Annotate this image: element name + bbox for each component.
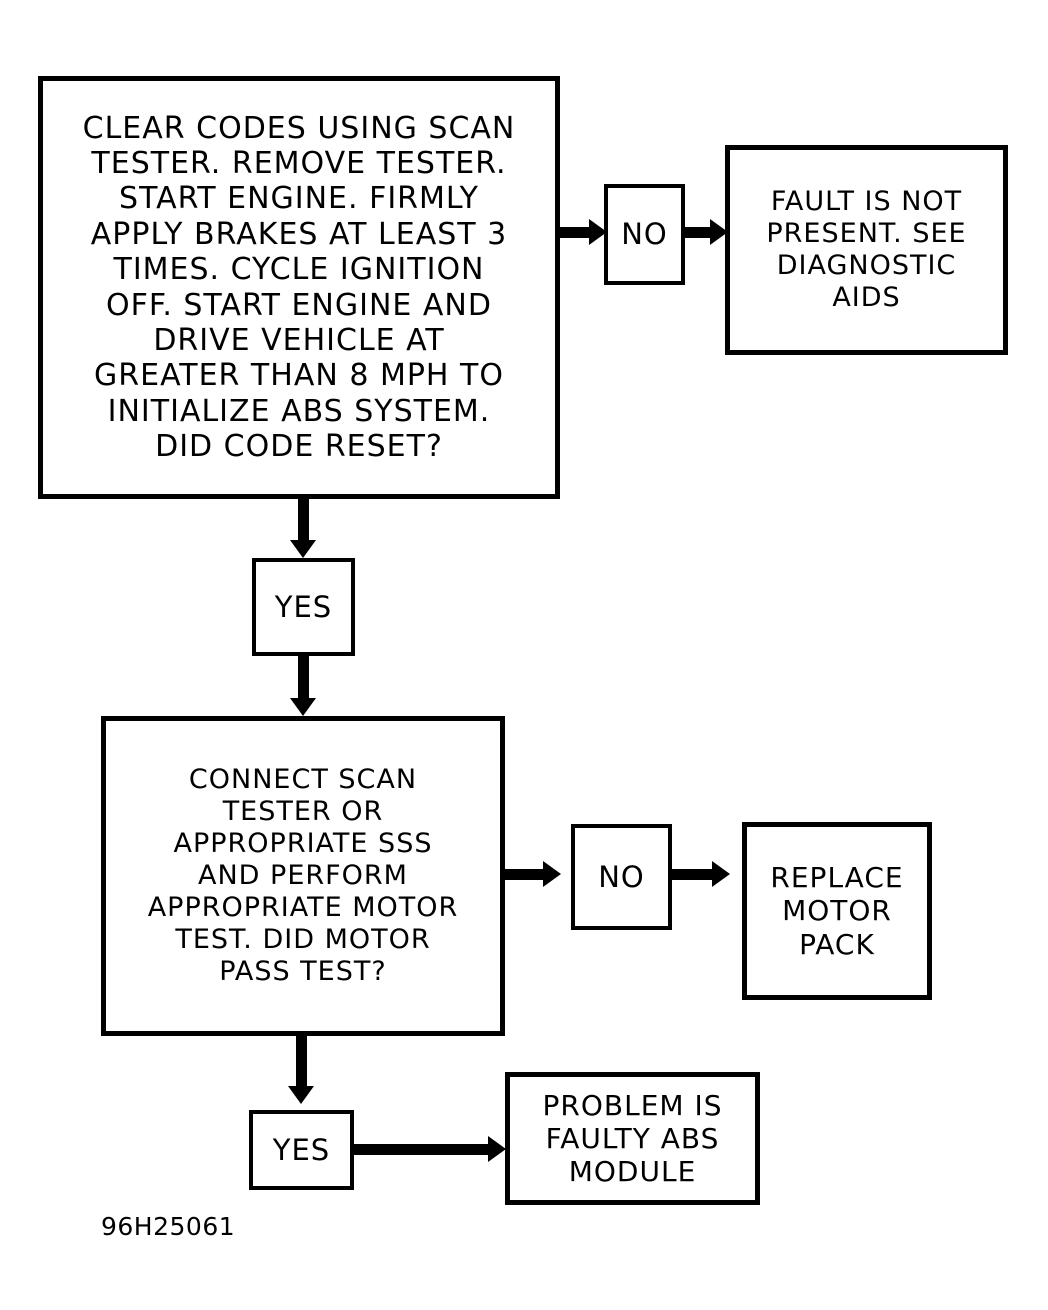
label-step2-yes: YES (249, 1110, 354, 1190)
connector-yes-to-step2 (298, 656, 309, 704)
label-step1-no: NO (604, 184, 685, 285)
connector-step1-to-yes (298, 499, 309, 547)
figure-id-label: 96H25061 (101, 1212, 236, 1241)
arrowhead-step1-to-no (589, 219, 607, 245)
connector-yes-to-problem (353, 1144, 493, 1155)
arrowhead-step2-to-yes (288, 1086, 314, 1104)
connector-step2-to-no (505, 869, 548, 880)
arrowhead-step1-to-yes (290, 540, 316, 558)
arrowhead-step2-to-no (543, 861, 561, 887)
connector-step2-to-yes (296, 1036, 307, 1092)
connector-no-to-fault (684, 227, 716, 238)
connector-no-to-replace (671, 869, 716, 880)
arrowhead-yes-to-problem (488, 1136, 506, 1162)
label-step1-yes: YES (252, 558, 355, 656)
arrowhead-yes-to-step2 (290, 698, 316, 716)
node-fault-not-present: FAULT IS NOT PRESENT. SEE DIAGNOSTIC AID… (725, 145, 1008, 355)
arrowhead-no-to-replace (712, 861, 730, 887)
node-replace-motor-pack: REPLACE MOTOR PACK (742, 822, 932, 1000)
label-step2-no: NO (571, 824, 672, 930)
node-clear-codes-step: CLEAR CODES USING SCAN TESTER. REMOVE TE… (38, 76, 560, 499)
node-faulty-abs-module: PROBLEM IS FAULTY ABS MODULE (505, 1072, 760, 1205)
connector-step1-to-no (560, 227, 596, 238)
node-motor-test-step: CONNECT SCAN TESTER OR APPROPRIATE SSS A… (101, 716, 505, 1036)
arrowhead-no-to-fault (710, 219, 728, 245)
